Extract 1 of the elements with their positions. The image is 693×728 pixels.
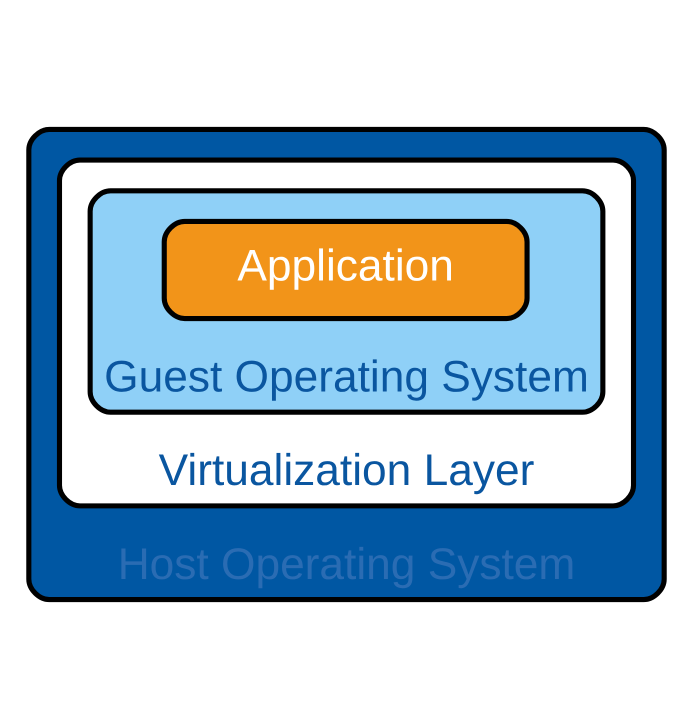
node-box: Application <box>162 218 530 321</box>
